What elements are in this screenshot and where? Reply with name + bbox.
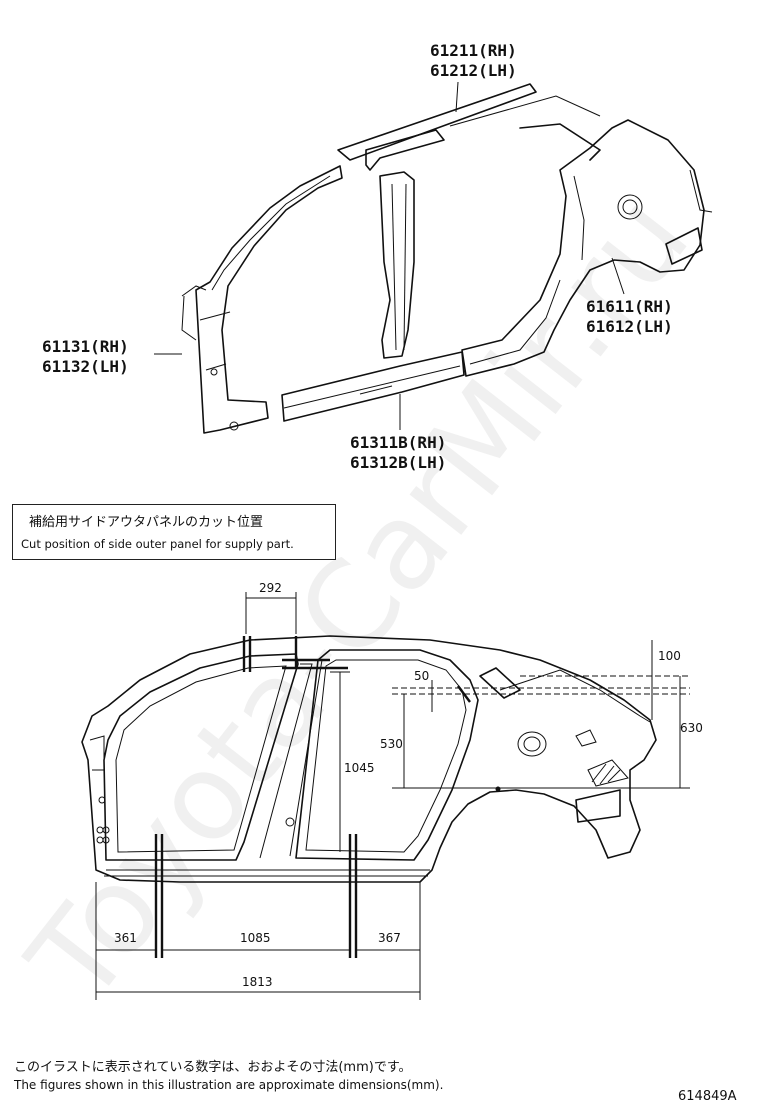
roof-rail-panel [337,83,601,171]
quarter-lh-label: 61612(LH) [586,317,673,336]
rocker-panel [281,351,465,422]
cut-note-english: Cut position of side outer panel for sup… [21,537,294,551]
dim-367: 367 [378,931,401,945]
dim-630: 630 [680,721,703,735]
dim-292: 292 [259,581,282,595]
rocker-rh-label: 61311B(RH) [350,433,446,452]
cut-note-japanese: 補給用サイドアウタパネルのカット位置 [29,515,264,530]
footer-note-japanese: このイラストに表示されている数字は、おおよその寸法(mm)です。 [14,1060,412,1075]
footer-note-english: The figures shown in this illustration a… [14,1078,444,1092]
dim-1813: 1813 [242,975,273,989]
callout-leaders [154,81,625,430]
side-outer-panel-view [81,635,657,883]
front-pillar-lh-label: 61132(LH) [42,357,129,376]
front-pillar-panel [181,165,343,434]
illustration-code: 614849A [678,1089,737,1104]
dim-361: 361 [114,931,137,945]
center-pillar-panel [379,171,415,359]
cut-lines [154,636,471,958]
rocker-lh-label: 61312B(LH) [350,453,446,472]
dim-530: 530 [380,737,403,751]
dim-100: 100 [658,649,681,663]
front-pillar-rh-label: 61131(RH) [42,337,129,356]
dim-50: 50 [414,669,429,683]
dim-1085: 1085 [240,931,271,945]
roof-rail-lh-label: 61212(LH) [430,61,517,80]
dim-1045: 1045 [344,761,375,775]
quarter-rh-label: 61611(RH) [586,297,673,316]
dimension-lines [95,592,690,1000]
cut-position-note: 補給用サイドアウタパネルのカット位置 Cut position of side … [12,504,336,560]
quarter-panel [461,119,713,377]
roof-rail-rh-label: 61211(RH) [430,41,517,60]
